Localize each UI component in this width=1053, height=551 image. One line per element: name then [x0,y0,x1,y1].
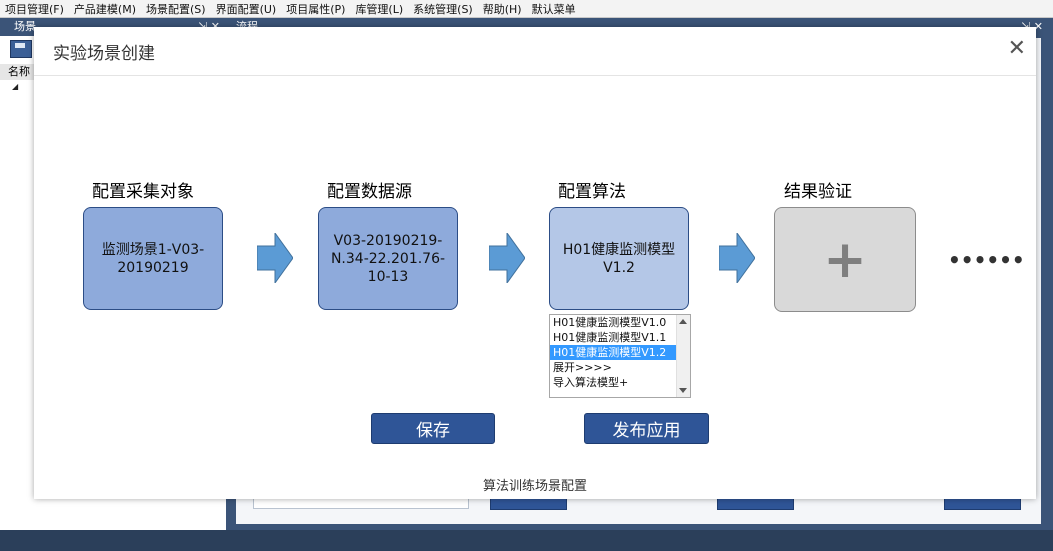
collect-object-box[interactable]: 监测场景1-V03-20190219 [83,207,223,310]
data-source-box[interactable]: V03-20190219-N.34-22.201.76-10-13 [318,207,458,310]
menu-item-default[interactable]: 默认菜单 [531,2,576,16]
menu-item-attributes[interactable]: 项目属性(P) [286,2,346,16]
algorithm-dropdown-list[interactable]: H01健康监测模型V1.0 H01健康监测模型V1.1 H01健康监测模型V1.… [549,314,691,398]
add-step-button[interactable]: + [774,207,916,312]
expand-option[interactable]: 展开>>>> [553,361,612,374]
menu-item-library[interactable]: 库管理(L) [355,2,404,16]
scroll-up-icon[interactable] [679,319,687,324]
arrow-right-icon [489,233,525,283]
arrow-right-icon [257,233,293,283]
scroll-down-icon[interactable] [679,388,687,393]
save-icon[interactable] [10,40,32,58]
dialog-footer-caption: 算法训练场景配置 [482,479,587,494]
plus-icon: + [823,229,867,290]
menu-item-ui[interactable]: 界面配置(U) [215,2,277,16]
step-title-data-source: 配置数据源 [327,182,412,202]
algorithm-option[interactable]: H01健康监测模型V1.1 [553,331,667,344]
save-button-label: 保存 [416,421,450,441]
algorithm-value: H01健康监测模型V1.2 [562,241,676,276]
publish-button-label: 发布应用 [612,421,681,441]
dialog-title: 实验场景创建 [53,44,155,64]
step-title-result-validation: 结果验证 [784,182,852,202]
algorithm-box[interactable]: H01健康监测模型V1.2 [549,207,689,310]
experiment-scene-dialog: 实验场景创建 ✕ 配置采集对象 监测场景1-V03-20190219 配置数据源… [34,27,1036,499]
data-source-value: V03-20190219-N.34-22.201.76-10-13 [330,232,446,285]
menu-item-project[interactable]: 项目管理(F) [5,2,64,16]
menu-item-product[interactable]: 产品建模(M) [73,2,136,16]
save-button[interactable]: 保存 [371,413,495,444]
import-algorithm-option[interactable]: 导入算法模型+ [553,376,629,389]
collect-object-value: 监测场景1-V03-20190219 [101,241,205,276]
publish-button[interactable]: 发布应用 [584,413,709,444]
status-bar [0,530,1053,551]
menu-bar: 项目管理(F) 产品建模(M) 场景配置(S) 界面配置(U) 项目属性(P) … [0,0,1053,18]
menu-item-help[interactable]: 帮助(H) [482,2,522,16]
tree-expand-icon[interactable]: ◢ [12,82,19,91]
menu-item-system[interactable]: 系统管理(S) [413,2,473,16]
arrow-right-icon [719,233,755,283]
scene-panel-title-text: 场景 [14,20,36,33]
divider [34,75,1036,76]
algorithm-option-selected[interactable]: H01健康监测模型V1.2 [550,345,676,360]
close-icon[interactable]: ✕ [1007,36,1026,61]
step-title-collect-object: 配置采集对象 [92,182,194,202]
menu-item-scene[interactable]: 场景配置(S) [146,2,206,16]
dropdown-scrollbar[interactable] [676,315,690,397]
algorithm-option[interactable]: H01健康监测模型V1.0 [553,316,667,329]
step-title-algorithm: 配置算法 [558,182,626,202]
more-dots: •••••• [948,248,1025,272]
